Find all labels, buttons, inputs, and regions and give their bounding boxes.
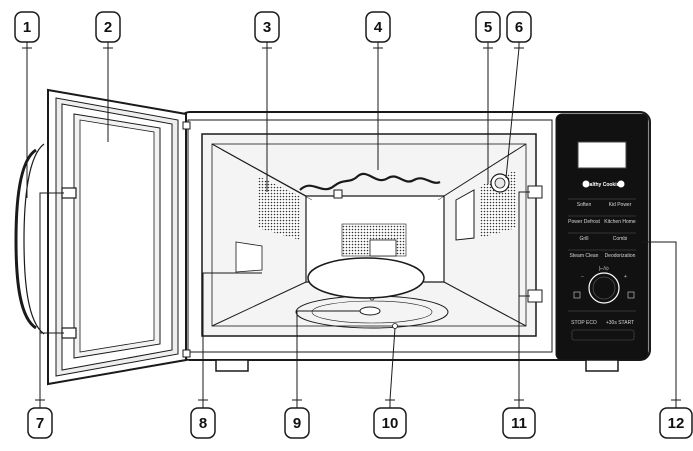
callout-6-label: 6 xyxy=(515,19,523,36)
callout-8-label: 8 xyxy=(199,415,207,432)
dial-timer-label: |⌐/⊙ xyxy=(599,266,609,272)
combi-button[interactable]: Combi xyxy=(613,236,627,242)
panel-button-row-1: Soften Kid Power xyxy=(568,198,636,208)
callout-12-label: 12 xyxy=(668,415,685,432)
panel-button-row-3: Grill Combi xyxy=(568,232,636,242)
callout-12: 12 xyxy=(659,407,693,439)
callout-4: 4 xyxy=(365,11,391,43)
callout-8: 8 xyxy=(190,407,216,439)
start-button[interactable]: +30s START xyxy=(606,320,634,326)
dial-plus-icon: + xyxy=(624,274,627,280)
healthy-cooking-left-icon xyxy=(582,180,590,188)
callout-11-label: 11 xyxy=(511,415,527,432)
dial-minus-icon: − xyxy=(581,274,584,280)
callout-3: 3 xyxy=(254,11,280,43)
callout-11: 11 xyxy=(502,407,536,439)
callout-5-label: 5 xyxy=(484,19,492,36)
callout-4-label: 4 xyxy=(374,19,383,36)
steam-clean-button[interactable]: Steam Clean xyxy=(570,253,599,259)
callout-badges: 1 2 3 4 5 6 7 8 xyxy=(14,11,693,439)
dial-left-icon xyxy=(573,291,581,299)
callout-6: 6 xyxy=(506,11,532,43)
soften-button[interactable]: Soften xyxy=(577,202,592,208)
callout-5: 5 xyxy=(475,11,501,43)
panel-button-row-4: Steam Clean Deodorization xyxy=(568,249,636,259)
display-window xyxy=(577,141,627,169)
stop-eco-button[interactable]: STOP ECO xyxy=(571,320,597,326)
callout-9: 9 xyxy=(284,407,310,439)
dial-right-icon xyxy=(627,291,635,299)
kitchen-home-button[interactable]: Kitchen Home xyxy=(604,219,636,225)
control-panel: Healthy Cooking Soften Kid Power Power D… xyxy=(555,113,649,361)
oven-cavity xyxy=(201,133,543,337)
callout-9-label: 9 xyxy=(293,415,301,432)
callout-3-label: 3 xyxy=(263,19,271,36)
deodorization-button[interactable]: Deodorization xyxy=(605,253,636,259)
callout-7-label: 7 xyxy=(36,415,44,432)
door xyxy=(14,88,191,386)
callout-1: 1 xyxy=(14,11,40,43)
grill-button[interactable]: Grill xyxy=(580,236,589,242)
callout-10-label: 10 xyxy=(382,415,399,432)
callout-1-label: 1 xyxy=(23,19,31,36)
callout-10: 10 xyxy=(373,407,407,439)
healthy-cooking-right-icon xyxy=(617,180,625,188)
callout-2: 2 xyxy=(95,11,121,43)
selector-dial[interactable] xyxy=(588,272,620,304)
panel-header: Healthy Cooking xyxy=(583,182,622,188)
panel-button-row-2: Power Defrost Kitchen Home xyxy=(568,215,636,225)
leader-lines xyxy=(22,42,681,408)
callout-2-label: 2 xyxy=(104,19,112,36)
power-defrost-button[interactable]: Power Defrost xyxy=(568,219,600,225)
callout-7: 7 xyxy=(27,407,53,439)
kid-power-button[interactable]: Kid Power xyxy=(609,202,632,208)
door-open-button[interactable] xyxy=(571,329,635,341)
